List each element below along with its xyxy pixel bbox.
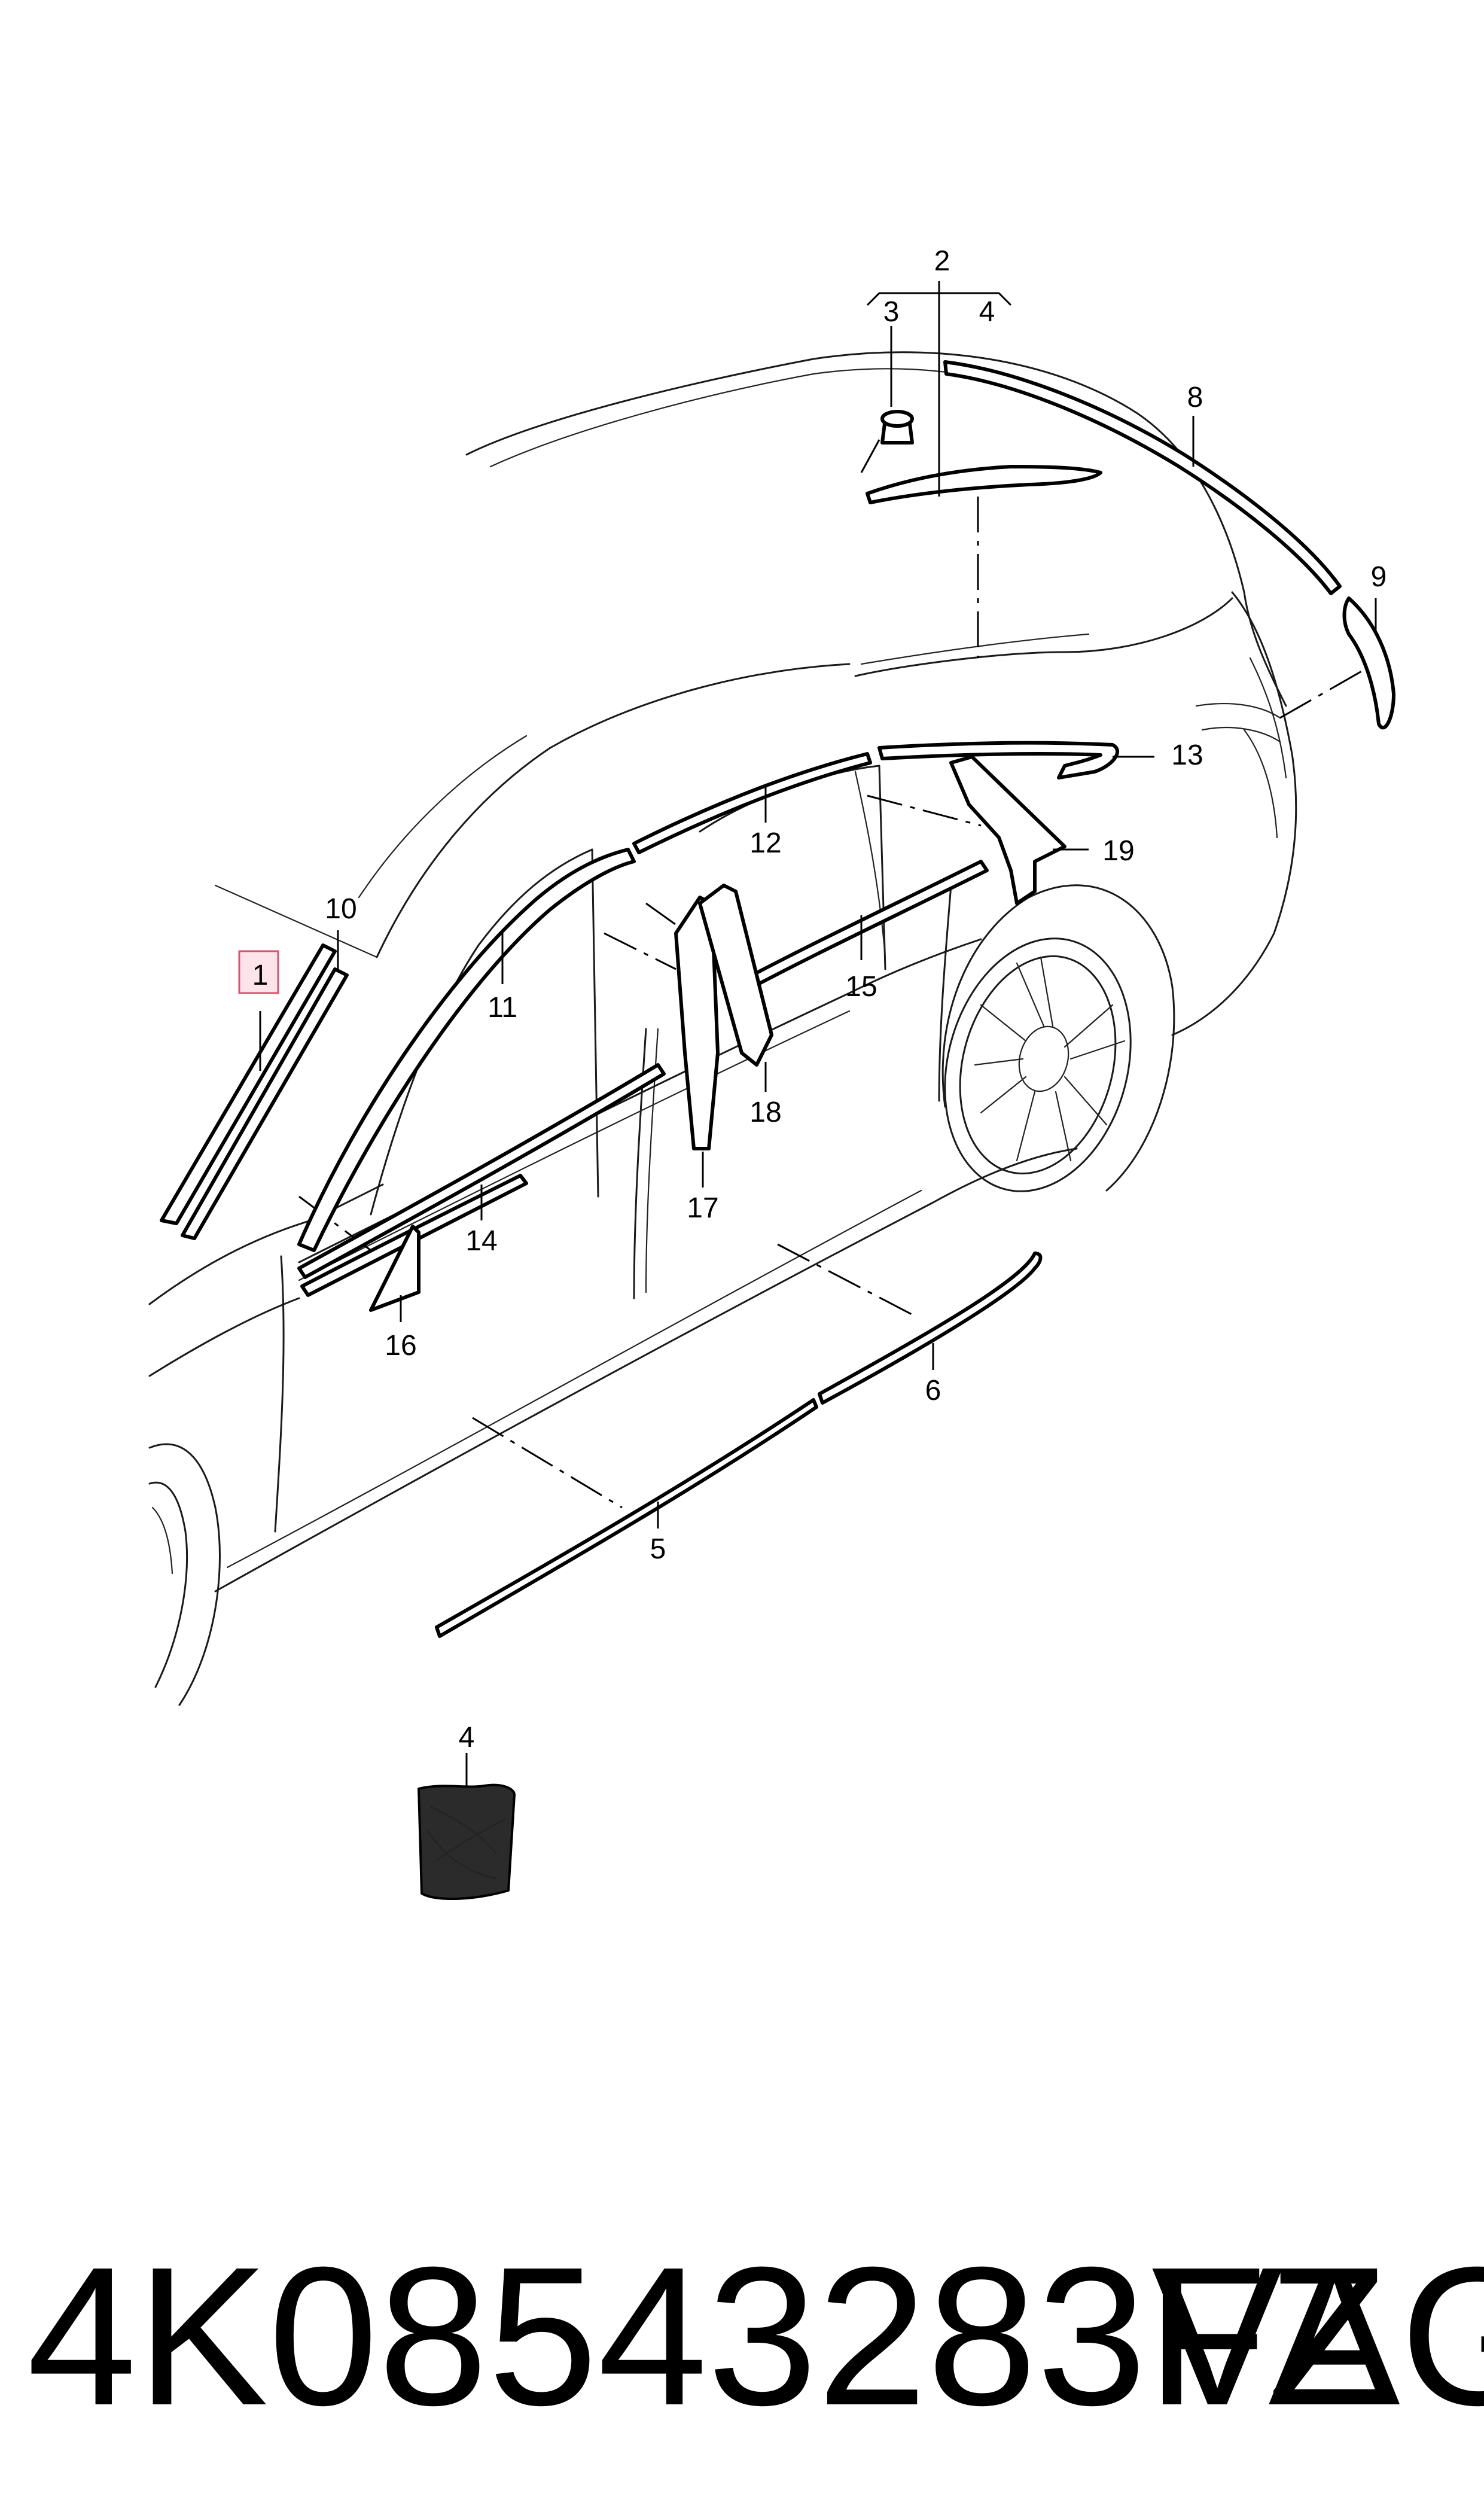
callout-15[interactable]: 15 (845, 971, 877, 1003)
callout-17[interactable]: 17 (687, 1192, 718, 1224)
part-18-pillar (698, 884, 773, 1067)
part-17-pillar (674, 896, 720, 1150)
part-1-strip (160, 943, 337, 1225)
part-12-trim (632, 752, 872, 854)
callout-18[interactable]: 18 (749, 1097, 781, 1128)
callout-10[interactable]: 10 (325, 893, 356, 925)
part-number: 4K08543283FZ (27, 2225, 1388, 2446)
part-9-trim (1342, 596, 1395, 730)
callout-8[interactable]: 8 (1187, 382, 1203, 413)
callout-16[interactable]: 16 (385, 1330, 416, 1362)
callout-6[interactable]: 6 (925, 1375, 941, 1406)
callout-5[interactable]: 5 (650, 1533, 666, 1565)
part-3-clip (860, 410, 914, 473)
callout-12[interactable]: 12 (749, 827, 781, 859)
callout-leaders (259, 281, 1377, 1786)
part-19-triangle (949, 755, 1066, 905)
highlight-box (238, 950, 279, 994)
callout-1[interactable]: 1 (252, 960, 269, 991)
callout-3[interactable]: 3 (883, 296, 900, 328)
callout-4-top[interactable]: 4 (979, 296, 995, 328)
part-10-strip (181, 967, 349, 1240)
part-11-trim (297, 848, 636, 1252)
part-14-trim (297, 1063, 666, 1279)
callout-11[interactable]: 11 (487, 992, 517, 1024)
brand-label: VAG (1151, 2225, 1484, 2446)
callout-numbers: 1 2 3 4 8 9 10 11 12 13 14 15 16 17 18 1… (252, 245, 1387, 1753)
callout-13[interactable]: 13 (1171, 739, 1203, 771)
part-16-triangle (369, 1225, 420, 1312)
part-2-trim (866, 465, 1102, 504)
parts (160, 360, 1395, 1901)
part-13-trim (877, 741, 1119, 780)
callout-14[interactable]: 14 (465, 1225, 497, 1257)
callout-9[interactable]: 9 (1371, 561, 1387, 593)
part-15-trim (728, 860, 989, 998)
callout-2[interactable]: 2 (934, 245, 950, 277)
part-8-trim (943, 360, 1342, 595)
part-6-sill (818, 1252, 1043, 1405)
dash-dot-leaders (298, 497, 1364, 1509)
callout-19[interactable]: 19 (1102, 835, 1134, 867)
part-5-sill (435, 1398, 818, 1638)
callout-4-bag[interactable]: 4 (459, 1722, 475, 1753)
car-body-outline (148, 351, 1297, 1706)
part-4-bag (418, 1783, 516, 1901)
